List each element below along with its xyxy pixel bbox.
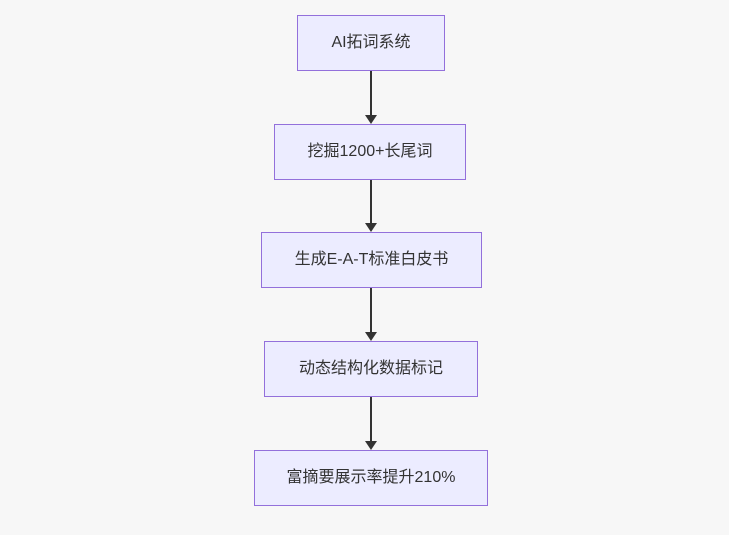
node-label: 挖掘1200+长尾词 bbox=[307, 143, 433, 160]
flow-node-rich-snippet-uplift: 富摘要展示率提升210% bbox=[254, 450, 488, 506]
flow-node-longtail-mining: 挖掘1200+长尾词 bbox=[274, 124, 466, 180]
arrow-line bbox=[370, 397, 372, 443]
flow-node-structured-data-markup: 动态结构化数据标记 bbox=[264, 341, 478, 397]
arrow-head-icon bbox=[365, 441, 377, 450]
flow-arrow-4 bbox=[365, 397, 377, 450]
node-label: 动态结构化数据标记 bbox=[298, 360, 443, 377]
arrow-line bbox=[370, 71, 372, 117]
flow-arrow-1 bbox=[365, 71, 377, 124]
arrow-head-icon bbox=[365, 332, 377, 341]
arrow-head-icon bbox=[365, 115, 377, 124]
node-label: AI拓词系统 bbox=[331, 34, 411, 51]
node-label: 富摘要展示率提升210% bbox=[286, 469, 456, 486]
arrow-head-icon bbox=[365, 223, 377, 232]
flow-arrow-2 bbox=[365, 180, 377, 232]
arrow-line bbox=[370, 180, 372, 225]
flow-arrow-3 bbox=[365, 288, 377, 341]
arrow-line bbox=[370, 288, 372, 334]
node-label: 生成E-A-T标准白皮书 bbox=[294, 251, 449, 268]
flow-node-eat-whitepaper: 生成E-A-T标准白皮书 bbox=[261, 232, 482, 288]
flow-node-ai-word-expansion: AI拓词系统 bbox=[297, 15, 445, 71]
